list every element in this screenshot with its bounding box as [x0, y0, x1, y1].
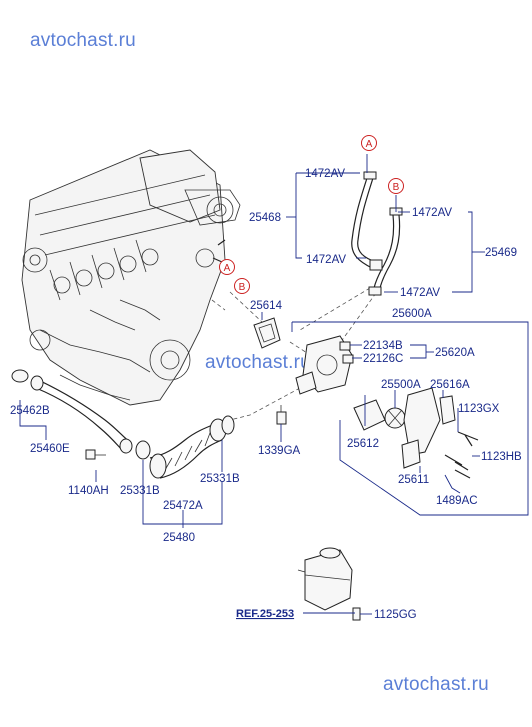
label-1489ac: 1489AC: [436, 495, 478, 507]
callout-a-engine: A: [219, 259, 235, 275]
callout-b-engine-label: B: [239, 282, 246, 293]
label-25611: 25611: [398, 474, 429, 486]
callout-a-top-label: A: [366, 139, 373, 150]
callout-b-top: B: [388, 178, 404, 194]
label-25468: 25468: [249, 212, 281, 224]
label-1472av-2: 1472AV: [306, 254, 346, 266]
label-25331b-2: 25331B: [200, 473, 240, 485]
ref-link-25-253[interactable]: REF.25-253: [236, 608, 294, 620]
coolant-reservoir: [297, 547, 361, 621]
label-1472av-3: 1472AV: [412, 207, 452, 219]
hose-25472a: [135, 415, 235, 479]
label-25462b: 25462B: [10, 405, 50, 417]
label-25612: 25612: [347, 438, 379, 450]
gasket-25614: [253, 317, 281, 349]
label-25614: 25614: [250, 300, 283, 312]
engine-block-drawing: [21, 149, 241, 406]
thermostat-detail: [353, 387, 479, 479]
label-22126c: 22126C: [363, 353, 403, 365]
callout-b-engine: B: [234, 278, 250, 294]
callout-b-top-label: B: [393, 182, 400, 193]
label-25472a: 25472A: [163, 500, 203, 512]
pipe-25460e: [11, 369, 133, 454]
label-1472av-1: 1472AV: [305, 168, 345, 180]
watermark-middle: avtochast.ru: [205, 352, 311, 373]
callout-a-engine-label: A: [224, 263, 231, 274]
label-1140ah: 1140AH: [68, 485, 109, 497]
leader-dashed: [229, 387, 301, 421]
label-25500a: 25500A: [381, 379, 421, 391]
label-1125gg: 1125GG: [374, 609, 417, 621]
label-1123hb: 1123HB: [481, 451, 522, 463]
label-25616a: 25616A: [430, 379, 470, 391]
leader-dashed: [299, 287, 371, 331]
label-25620a: 25620A: [435, 347, 475, 359]
label-25469: 25469: [485, 247, 517, 259]
watermark-top: avtochast.ru: [30, 30, 136, 51]
leader-lines: [19, 154, 529, 615]
label-25460e: 25460E: [30, 443, 70, 455]
hose-25468: [351, 171, 377, 269]
leader-dashed: [211, 299, 226, 311]
bolt-1140ah: [85, 449, 106, 460]
label-25480: 25480: [163, 532, 195, 544]
label-22134b: 22134B: [363, 340, 403, 352]
bolt-1339ga: [276, 405, 287, 425]
leader-dashed: [289, 341, 319, 361]
label-1339ga: 1339GA: [258, 445, 301, 457]
watermark-bottom: avtochast.ru: [383, 674, 489, 695]
hose-25469: [368, 207, 403, 296]
leader-dashed: [229, 291, 263, 323]
label-1472av-4: 1472AV: [400, 287, 440, 299]
label-1123gx: 1123GX: [458, 403, 500, 415]
callout-a-top: A: [361, 135, 377, 151]
label-25331b-1: 25331B: [120, 485, 160, 497]
label-25600a: 25600A: [392, 308, 432, 320]
thermostat-housing: [295, 335, 354, 395]
